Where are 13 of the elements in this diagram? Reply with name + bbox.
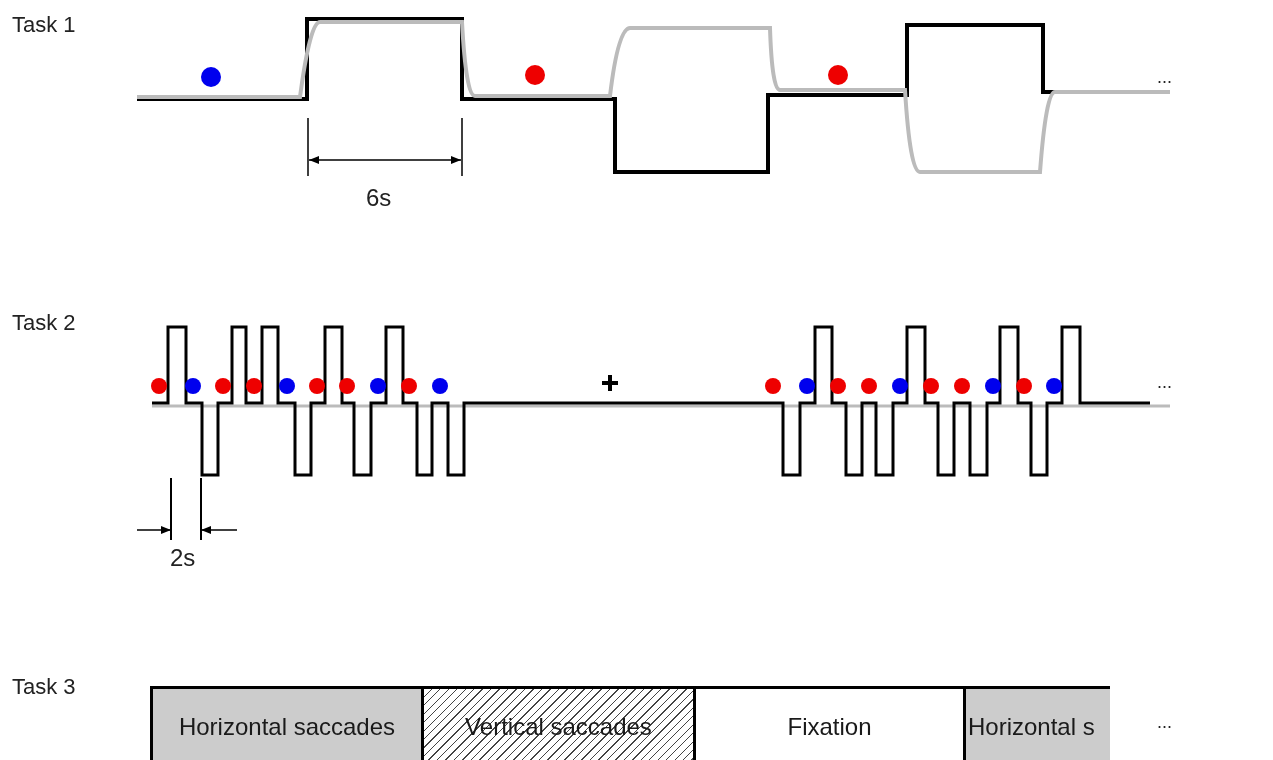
segment-label: Horizontal saccades [177, 713, 397, 741]
task-label: Task 2 [12, 312, 76, 334]
timeline-segment [150, 686, 424, 760]
task-label: Task 1 [12, 14, 76, 36]
ellipsis-text: ... [1157, 373, 1172, 391]
dimension-label: ... [1157, 713, 1172, 731]
dimension-label: 6s [366, 186, 392, 210]
ellipsis-text: ... [1157, 68, 1172, 86]
dimension-label: 2s [170, 546, 196, 570]
task-label: Task 3 [12, 676, 76, 698]
segment-label: Fixation [786, 713, 873, 741]
timeline-segment [963, 686, 1110, 760]
segment-label: Horizontal s [967, 713, 1096, 741]
